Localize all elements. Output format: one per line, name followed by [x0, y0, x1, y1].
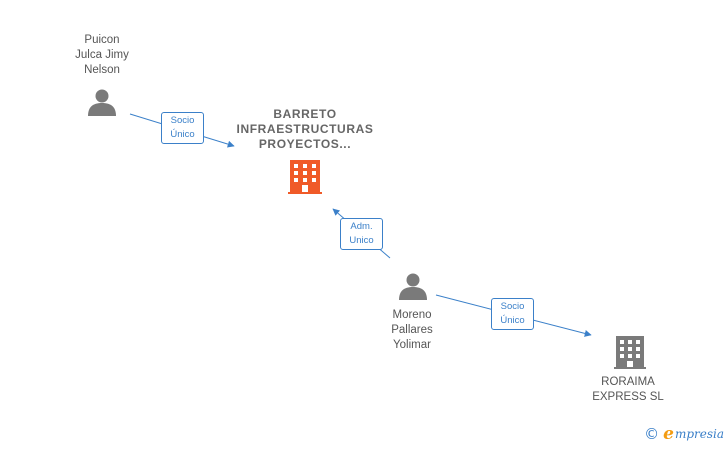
edge-label-socio-unico: Socio Único — [491, 298, 534, 330]
person-icon[interactable] — [399, 273, 427, 301]
building-icon[interactable] — [288, 160, 322, 194]
node-label-puicon[interactable]: Puicon Julca Jimy Nelson — [75, 34, 129, 76]
person-icon[interactable] — [88, 89, 116, 117]
empresia-logo: © e mpresia — [644, 424, 724, 444]
node-label-barreto[interactable]: BARRETO INFRAESTRUCTURAS PROYECTOS... — [236, 107, 374, 151]
building-icon[interactable] — [614, 336, 646, 369]
node-label-roraima[interactable]: RORAIMA EXPRESS SL — [592, 376, 664, 403]
edge-label-adm-unico: Adm. Unico — [340, 218, 383, 250]
edge-label-socio-unico: Socio Único — [161, 112, 204, 144]
copyright-icon: © — [644, 425, 660, 443]
node-label-moreno[interactable]: Moreno Pallares Yolimar — [391, 309, 433, 351]
